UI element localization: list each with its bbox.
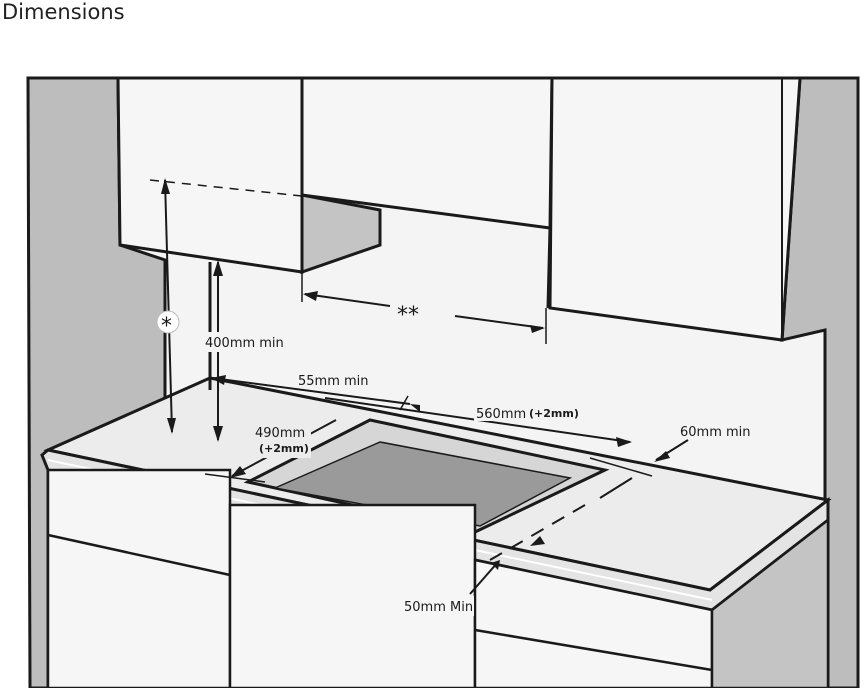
double-asterisk-arrow-right bbox=[530, 325, 545, 333]
cutout-width-label-bg bbox=[474, 403, 586, 421]
lower-cabinet-left-drawer bbox=[47, 533, 231, 577]
asterisk-arrow-bottom bbox=[167, 418, 176, 434]
lower-cabinet-right bbox=[473, 558, 714, 688]
cutout-width-tolerance: (+2mm) bbox=[529, 407, 579, 420]
back-clearance-arrow bbox=[654, 451, 670, 462]
depth-dashed-line bbox=[489, 504, 586, 561]
front-clearance-label-bg bbox=[402, 596, 474, 616]
height-arrow-top bbox=[213, 260, 223, 276]
side-clearance-arrow-left bbox=[211, 375, 226, 385]
center-cabinet-front-edge bbox=[546, 227, 552, 309]
right-upper-cabinet bbox=[548, 76, 802, 342]
cutout-depth-arrow-bottom bbox=[230, 466, 246, 478]
side-clearance-tick bbox=[399, 395, 409, 411]
left-upper-cabinet-underside bbox=[300, 193, 382, 275]
cutout-depth-label-bg bbox=[253, 424, 311, 458]
lower-cabinet-left bbox=[46, 468, 232, 688]
cutout-depth-front-ref bbox=[204, 473, 266, 483]
double-asterisk-label: ** bbox=[397, 303, 419, 328]
side-clearance-line bbox=[211, 377, 411, 405]
asterisk-label: * bbox=[161, 314, 172, 339]
asterisk-dimension-line bbox=[164, 179, 173, 433]
asterisk-arrow-top bbox=[161, 178, 170, 194]
double-asterisk-arrow-left bbox=[303, 291, 318, 301]
height-label-bg bbox=[203, 332, 295, 352]
side-clearance-label: 55mm min bbox=[298, 374, 369, 389]
height-label: 400mm min bbox=[205, 336, 284, 351]
asterisk-marker bbox=[156, 310, 180, 334]
double-asterisk-line-right bbox=[454, 315, 544, 329]
cutout-width-arrow-left bbox=[410, 404, 420, 412]
lower-cabinet-right-side bbox=[710, 517, 830, 688]
back-clearance-ref bbox=[589, 457, 653, 477]
double-asterisk-line-left bbox=[304, 293, 391, 307]
front-clearance-arrow bbox=[491, 560, 500, 570]
cutout-width-arrow-right bbox=[616, 437, 632, 447]
cutout-depth-label: 490mm bbox=[255, 426, 305, 441]
left-upper-cabinet bbox=[116, 76, 304, 274]
cutout-width-label: 560mm bbox=[476, 407, 526, 422]
front-clearance-line bbox=[469, 561, 499, 595]
cutout-depth-tolerance: (+2mm) bbox=[259, 442, 309, 455]
front-clearance-label: 50mm Min bbox=[404, 600, 473, 615]
back-clearance-label: 60mm min bbox=[680, 425, 751, 440]
lower-cabinet-right-drawer bbox=[474, 628, 713, 672]
page-title: Dimensions bbox=[2, 0, 125, 24]
depth-dashed-upper bbox=[599, 477, 633, 499]
height-arrow-bottom bbox=[213, 426, 223, 442]
depth-arrow-bottom bbox=[530, 536, 545, 546]
